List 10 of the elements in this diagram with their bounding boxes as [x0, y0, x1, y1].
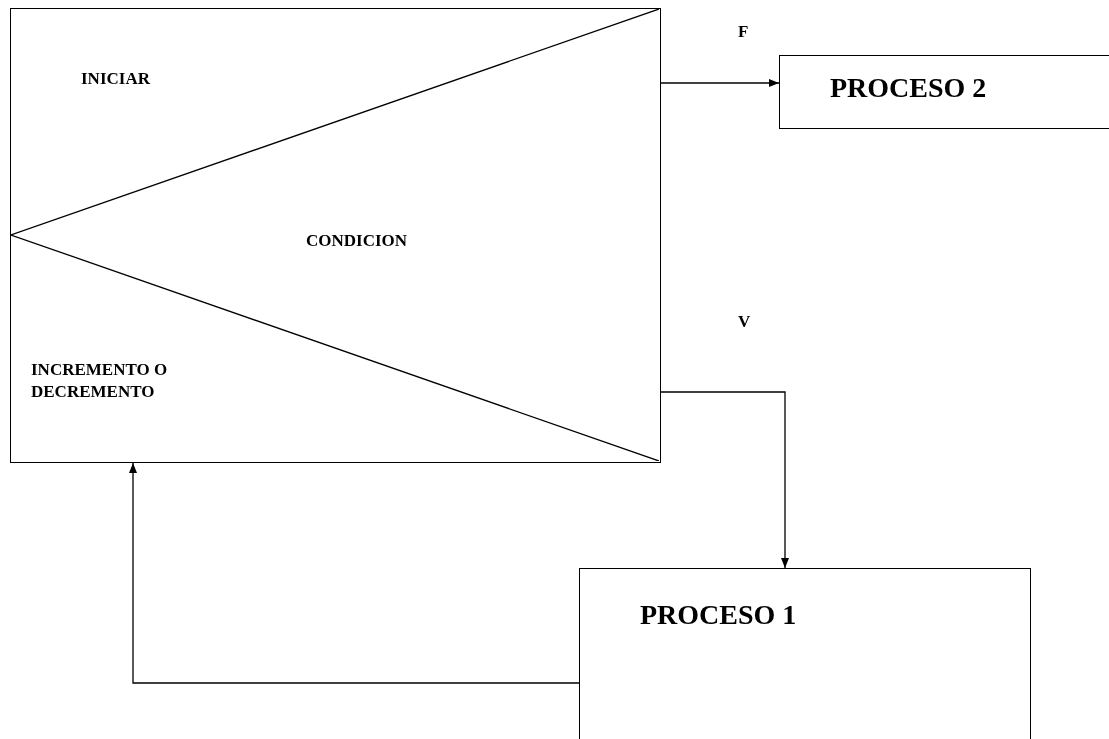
process-box [579, 568, 1031, 739]
section-label: CONDICION [306, 231, 408, 251]
section-label: INICIAR [81, 69, 150, 89]
arrow [129, 462, 580, 684]
arrow [660, 79, 780, 87]
process-label: PROCESO 1 [640, 599, 797, 631]
process-label: PROCESO 2 [830, 72, 987, 104]
arrow [660, 391, 789, 569]
section-label: INCREMENTO O DECREMENTO [31, 359, 169, 404]
process-box [779, 55, 1109, 129]
